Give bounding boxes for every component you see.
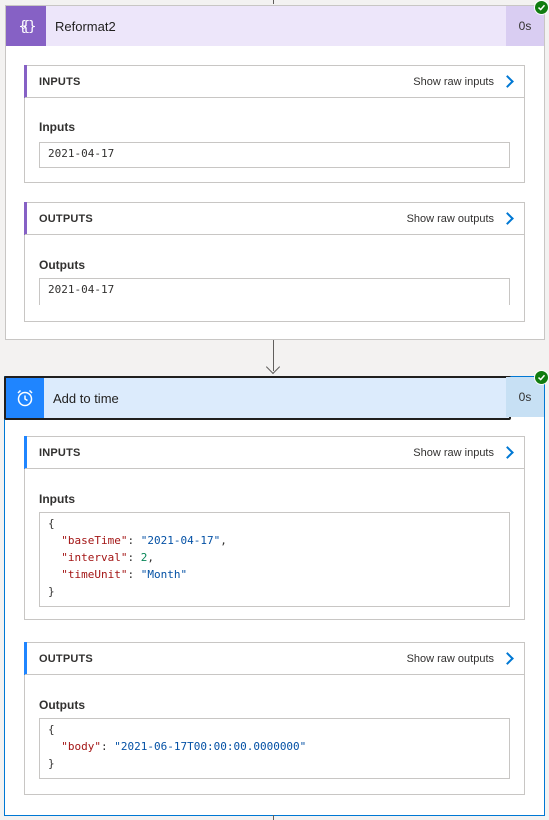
json-code-block: { "body": "2021-06-17T00:00:00.0000000" … <box>48 723 307 770</box>
outputs-field-label: Outputs <box>39 698 85 712</box>
json-open-brace: { <box>48 723 55 736</box>
arrow-down-icon <box>265 359 281 375</box>
panel-accent <box>24 65 27 98</box>
reformat2-action-card[interactable]: { { } x Reformat2 0s INPUTS Show raw inp… <box>5 5 545 340</box>
add-to-time-title: Add to time <box>53 390 119 406</box>
outputs-section-label: OUTPUTS <box>39 212 93 225</box>
json-separator: , <box>220 534 227 547</box>
svg-text:}: } <box>28 19 36 35</box>
add-to-time-inputs-json-box: { "baseTime": "2021-04-17", "interval": … <box>39 512 510 607</box>
show-raw-inputs-label: Show raw inputs <box>413 446 494 459</box>
reformat2-title: Reformat2 <box>55 18 116 34</box>
panel-accent <box>24 436 27 469</box>
show-raw-outputs-link[interactable]: Show raw outputs <box>406 652 524 665</box>
alarm-clock-icon <box>6 378 44 418</box>
connector-middle <box>273 340 274 371</box>
json-close-brace: } <box>48 757 55 770</box>
svg-text:{: { <box>22 19 30 35</box>
json-code-block: { "baseTime": "2021-04-17", "interval": … <box>48 517 227 598</box>
panel-accent <box>24 202 27 235</box>
show-raw-outputs-link[interactable]: Show raw outputs <box>406 212 524 225</box>
add-to-time-outputs-header: OUTPUTS Show raw outputs <box>25 643 524 675</box>
chevron-right-icon <box>501 212 514 225</box>
show-raw-inputs-link[interactable]: Show raw inputs <box>413 446 524 459</box>
json-separator: , <box>147 551 154 564</box>
reformat2-outputs-value-box: 2021-04-17 <box>39 278 510 305</box>
inputs-section-label: INPUTS <box>39 75 81 88</box>
show-raw-outputs-label: Show raw outputs <box>406 652 494 665</box>
show-raw-inputs-label: Show raw inputs <box>413 75 494 88</box>
reformat2-inputs-header: INPUTS Show raw inputs <box>25 66 524 98</box>
connector-bottom <box>273 815 274 820</box>
chevron-right-icon <box>501 75 514 88</box>
reformat2-inputs-value-box: 2021-04-17 <box>39 142 510 168</box>
svg-text:x: x <box>23 23 27 31</box>
chevron-right-icon <box>501 446 514 459</box>
reformat2-header[interactable]: { { } x Reformat2 0s <box>6 6 544 46</box>
inputs-section-label: INPUTS <box>39 446 81 459</box>
json-key: "interval" <box>61 551 128 564</box>
json-value: "Month" <box>140 568 188 581</box>
add-to-time-outputs-panel: OUTPUTS Show raw outputs Outputs { "body… <box>24 642 525 795</box>
reformat2-outputs-value: 2021-04-17 <box>48 283 115 296</box>
success-check-icon <box>534 0 549 15</box>
inputs-field-label: Inputs <box>39 492 75 506</box>
add-to-time-outputs-json-box: { "body": "2021-06-17T00:00:00.0000000" … <box>39 718 510 779</box>
json-key: "baseTime" <box>61 534 128 547</box>
json-key: "timeUnit" <box>61 568 128 581</box>
add-to-time-header[interactable]: Add to time <box>4 376 511 420</box>
connector-top <box>273 0 274 4</box>
json-value: 2 <box>140 551 148 564</box>
json-close-brace: } <box>48 585 55 598</box>
add-to-time-inputs-header: INPUTS Show raw inputs <box>25 437 524 469</box>
data-operation-braces-icon: { { } x <box>6 6 46 46</box>
reformat2-outputs-panel: OUTPUTS Show raw outputs Outputs 2021-04… <box>24 202 525 322</box>
reformat2-inputs-value: 2021-04-17 <box>48 147 115 160</box>
panel-accent <box>24 642 27 675</box>
success-check-icon <box>534 370 549 385</box>
add-to-time-inputs-panel: INPUTS Show raw inputs Inputs { "baseTim… <box>24 436 525 620</box>
inputs-field-label: Inputs <box>39 120 75 134</box>
json-open-brace: { <box>48 517 55 530</box>
show-raw-inputs-link[interactable]: Show raw inputs <box>413 75 524 88</box>
add-to-time-action-card[interactable]: Add to time 0s INPUTS Show raw inputs In… <box>4 376 545 816</box>
reformat2-outputs-header: OUTPUTS Show raw outputs <box>25 203 524 235</box>
show-raw-outputs-label: Show raw outputs <box>406 212 494 225</box>
outputs-section-label: OUTPUTS <box>39 652 93 665</box>
chevron-right-icon <box>501 652 514 665</box>
json-value: "2021-04-17" <box>140 534 221 547</box>
reformat2-duration: 0s <box>506 6 544 46</box>
outputs-field-label: Outputs <box>39 258 85 272</box>
reformat2-inputs-panel: INPUTS Show raw inputs Inputs 2021-04-17 <box>24 65 525 183</box>
svg-text:{: { <box>19 19 27 35</box>
json-value: "2021-06-17T00:00:00.0000000" <box>114 740 307 753</box>
json-key: "body" <box>61 740 101 753</box>
